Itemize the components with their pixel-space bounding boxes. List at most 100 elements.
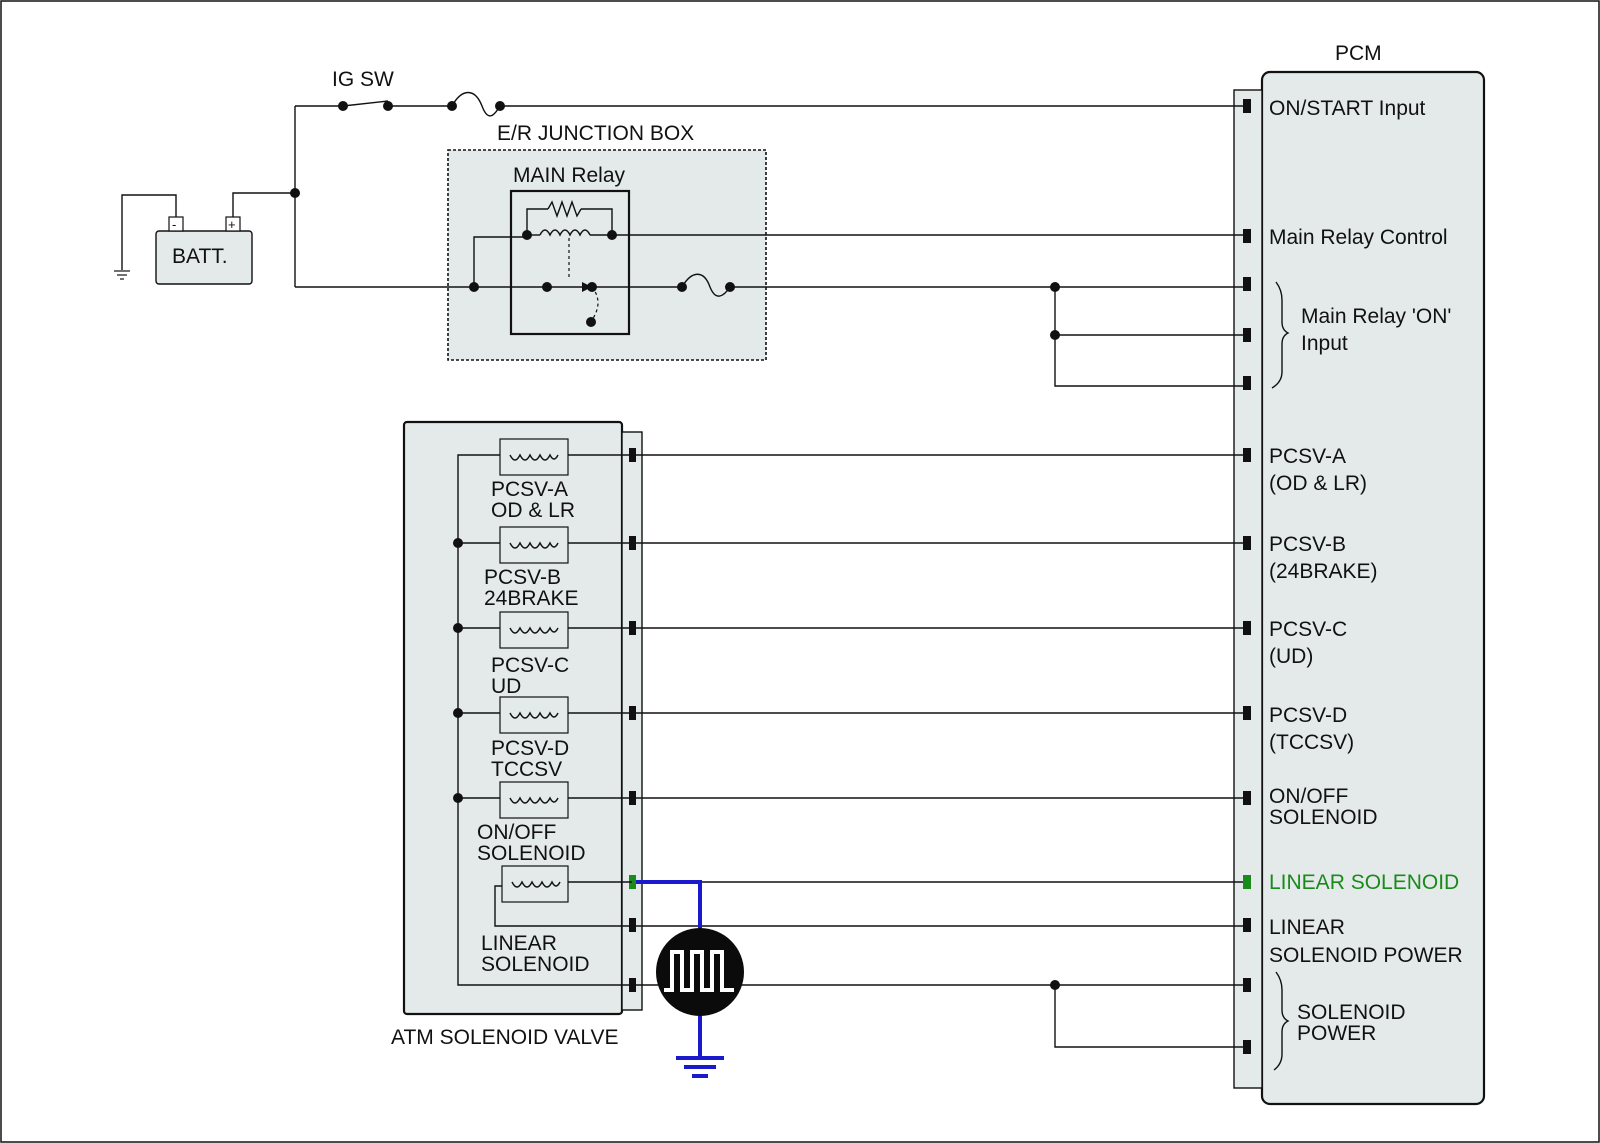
oscilloscope-probe: [636, 880, 744, 1078]
pcm-pin: [1243, 328, 1251, 342]
main-relay-box: [509, 189, 631, 336]
probe-lead: [636, 880, 702, 935]
pcm-pin: [1243, 621, 1251, 635]
pin-label-main-relay-control: Main Relay Control: [1269, 226, 1448, 249]
atm-pin: [629, 536, 636, 550]
pin-label-main-relay-on-input: Input: [1301, 332, 1348, 355]
atm-pin-linear-highlight: [629, 875, 636, 889]
atm-pin: [629, 706, 636, 720]
junction-box-label: E/R JUNCTION BOX: [497, 122, 694, 145]
solenoid-b-sub: 24BRAKE: [484, 587, 579, 610]
solenoid-onoff-sub: SOLENOID: [477, 842, 586, 865]
pin-label-onoff-sub: SOLENOID: [1269, 806, 1378, 829]
solenoid-a-label: PCSV-A: [491, 478, 568, 501]
pin-label-pcsv-d: PCSV-D: [1269, 704, 1347, 727]
pin-label-pcsv-d-sub: (TCCSV): [1269, 731, 1354, 754]
relay-coil-feed: [473, 236, 527, 287]
solenoid-coil-icon: [499, 438, 569, 476]
junction-dot: [469, 282, 479, 292]
solenoid-b-label: PCSV-B: [484, 566, 561, 589]
fuse-icon: [681, 273, 731, 297]
pin-label-pcsv-b-sub: (24BRAKE): [1269, 560, 1378, 583]
solenoid-coil-icon: [499, 526, 569, 564]
solenoid-linear-sub: SOLENOID: [481, 953, 590, 976]
fuse-icon: [451, 91, 501, 117]
battery-plus-wire: [232, 192, 295, 217]
solenoid-common-bus: [457, 454, 632, 986]
relay-resistor-lead: [581, 208, 613, 235]
solenoid-c-label: PCSV-C: [491, 654, 569, 677]
battery-plus-sign: +: [228, 217, 236, 232]
solenoid-onoff-label: ON/OFF: [477, 821, 556, 844]
pcm-pin: [1243, 99, 1251, 113]
solenoid-linear: LINEAR SOLENOID: [481, 865, 632, 976]
coil-winding: [509, 453, 559, 461]
solenoid-linear-return: [494, 885, 632, 927]
coil-winding: [509, 711, 559, 719]
solenoid-coil-icon: [499, 696, 569, 734]
pcm-pin: [1243, 978, 1251, 992]
atm-pins: [629, 448, 636, 992]
relay-resistor-lead: [526, 208, 548, 235]
main-relay-label: MAIN Relay: [513, 164, 626, 187]
square-wave-trace: [664, 950, 734, 992]
battery-minus-sign: -: [172, 217, 176, 232]
pin-label-solenoid-power-sub: POWER: [1297, 1022, 1376, 1045]
solenoid-d-sub: TCCSV: [491, 758, 562, 781]
solenoid-a: PCSV-A OD & LR: [491, 438, 632, 522]
atm-valve-label: ATM SOLENOID VALVE: [391, 1026, 619, 1049]
atm-pin: [629, 448, 636, 462]
pcm-pin-linear-highlight: [1243, 875, 1251, 889]
pcm-title: PCM: [1335, 42, 1382, 65]
atm-pin: [629, 791, 636, 805]
pin-label-pcsv-c-sub: (UD): [1269, 645, 1313, 668]
atm-pin: [629, 918, 636, 932]
battery-label: BATT.: [172, 245, 228, 268]
junction-box: E/R JUNCTION BOX MAIN Relay: [447, 122, 767, 361]
ig-sw-label: IG SW: [332, 68, 394, 91]
pin-label-solenoid-power: SOLENOID: [1297, 1001, 1406, 1024]
solenoid-coil-icon: [499, 781, 569, 819]
relay-switch-arc: [591, 286, 599, 321]
pin-label-on-start: ON/START Input: [1269, 97, 1426, 120]
brace-solenoid-power: [1273, 971, 1290, 1071]
pin-label-linear-power-sub: SOLENOID POWER: [1269, 944, 1463, 967]
atm-pin: [629, 978, 636, 992]
pcm-pin: [1243, 918, 1251, 932]
pin-label-pcsv-a: PCSV-A: [1269, 445, 1346, 468]
battery-ground-icon: [114, 270, 130, 280]
pcm-pin: [1243, 536, 1251, 550]
pcm-pin: [1243, 706, 1251, 720]
pin-label-linear-power: LINEAR: [1269, 916, 1345, 939]
wire-solenoid-power-branch: [1054, 985, 1243, 1048]
pcm-pin: [1243, 376, 1251, 390]
pcm-pin: [1243, 277, 1251, 291]
atm-pin: [629, 621, 636, 635]
pcm-pin: [1243, 229, 1251, 243]
pin-label-main-relay-on: Main Relay 'ON': [1301, 305, 1451, 328]
switch-icon: [342, 100, 389, 107]
brace-main-relay-on: [1271, 281, 1290, 389]
relay-contact: [586, 317, 596, 327]
solenoid-coil-icon: [499, 611, 569, 649]
solenoid-d-label: PCSV-D: [491, 737, 569, 760]
solenoid-onoff: ON/OFF SOLENOID: [458, 781, 632, 865]
pcm-pin-labels: ON/START Input Main Relay Control Main R…: [1269, 97, 1463, 1045]
solenoid-a-sub: OD & LR: [491, 499, 575, 522]
solenoid-c: PCSV-C UD: [458, 611, 632, 698]
pcm-pin: [1243, 1040, 1251, 1054]
pcm-pin: [1243, 448, 1251, 462]
relay-resistor: [547, 199, 582, 219]
coil-winding: [511, 880, 561, 888]
solenoid-d: PCSV-D TCCSV: [458, 696, 632, 781]
battery-body: [155, 230, 253, 285]
main-relay-on-branch: [1054, 287, 1243, 387]
pin-label-onoff: ON/OFF: [1269, 785, 1348, 808]
solenoid-c-sub: UD: [491, 675, 521, 698]
atm-connector-strip: [621, 431, 643, 1011]
coil-winding: [509, 541, 559, 549]
coil-winding: [509, 796, 559, 804]
